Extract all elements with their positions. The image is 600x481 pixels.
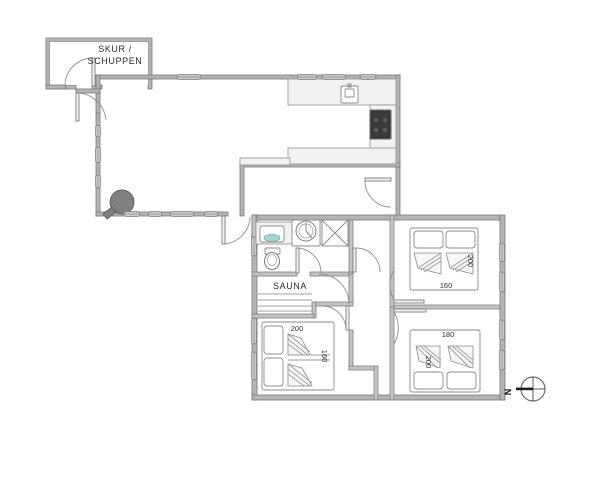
- lower-block-internal-walls: [251, 214, 501, 401]
- window-east-2: [499, 271, 505, 293]
- window-east-3: [499, 319, 505, 341]
- bathroom-fixtures: [255, 219, 349, 270]
- wall-east-kitchen: [395, 74, 401, 221]
- window-north-4: [359, 74, 377, 80]
- window-north-1: [176, 74, 202, 80]
- door-hall-bathroom: [352, 247, 381, 273]
- kitchen-fittings: [239, 78, 397, 166]
- shower-tray: [321, 219, 349, 247]
- wall-hall-south-jog: [348, 365, 378, 371]
- interior-doors: [255, 177, 427, 345]
- window-west-1: [95, 124, 101, 138]
- wall-lower-north: [251, 214, 501, 221]
- door-bathroom-sauna: [295, 247, 322, 274]
- bed-ne-length-label: 200: [466, 255, 475, 268]
- window-lower-west-3: [251, 351, 257, 381]
- wall-lower-south: [251, 394, 506, 401]
- window-south-3: [169, 211, 195, 217]
- window-east-1: [499, 242, 505, 263]
- window-east-4: [499, 349, 505, 371]
- wall-bedroom-ne-se-divider: [393, 304, 501, 310]
- compass-rose: N: [503, 376, 546, 402]
- cooktop: [369, 109, 392, 140]
- terrace-door-leaf: [221, 215, 226, 245]
- windows-east: [499, 242, 505, 371]
- door-hall-bedroom-sw: [321, 305, 350, 331]
- window-north-2: [296, 74, 318, 80]
- wall-hall-south-vertical: [373, 365, 379, 401]
- wall-hall-bedroom-sw: [348, 329, 354, 371]
- toilet: [264, 247, 281, 270]
- main-entry-door: [75, 92, 107, 122]
- window-west-2: [95, 146, 101, 164]
- door-hall-sauna: [318, 271, 353, 305]
- bed-ne-width-label: 160: [440, 281, 453, 290]
- entry-door-leaf: [75, 92, 80, 122]
- door-living-hall: [255, 217, 260, 221]
- shed-label-line1: SKUR /: [98, 44, 132, 54]
- shed-wall-bottom-left: [45, 84, 67, 90]
- shed-door-leaf: [91, 57, 96, 87]
- bunk-bed-200x160: 200 160: [261, 321, 335, 391]
- windows-south-living: [123, 211, 219, 217]
- kitchen-peninsula: [239, 157, 291, 166]
- washing-machine: [291, 219, 321, 247]
- wall-top-north: [95, 74, 401, 80]
- bedroom-north-east: 160 200: [409, 227, 479, 291]
- windows-west: [95, 124, 101, 189]
- terrace-door-swing-arc: [221, 216, 251, 245]
- wall-sauna-hall: [348, 271, 354, 307]
- window-south-1: [123, 211, 141, 217]
- sauna-label: SAUNA: [273, 281, 307, 291]
- window-south-2: [147, 211, 163, 217]
- window-south-4: [203, 211, 219, 217]
- shed-label-line2: SCHUPPEN: [88, 56, 143, 66]
- terrace-door: [221, 215, 251, 245]
- wall-west-upper: [95, 74, 101, 114]
- wall-bedroom-sw-north: [251, 313, 315, 319]
- compass-north-label: N: [503, 389, 513, 396]
- bedroom-south-west: 200 160: [261, 321, 335, 391]
- wall-hall-east-bedrooms-upper: [389, 214, 395, 308]
- wall-hall-west-upper: [239, 162, 245, 217]
- bed-180x200: 180 200: [409, 329, 481, 393]
- windows-north: [176, 74, 377, 80]
- wall-sauna-south: [311, 301, 354, 307]
- wall-hall-east-bedrooms-lower: [389, 306, 395, 401]
- window-north-3: [321, 74, 347, 80]
- bed-160x200: 160 200: [409, 227, 479, 291]
- kitchen-sink: [340, 83, 359, 104]
- door-hall-bedroom-se: [393, 308, 427, 345]
- window-lower-west-2: [251, 317, 257, 345]
- bunk-length-label: 160: [320, 350, 329, 363]
- bedroom-south-east: 180 200: [409, 329, 481, 393]
- wash-basin: [259, 225, 285, 243]
- wall-bath-sauna-1: [251, 271, 298, 277]
- shed-door-swing-arc: [64, 57, 93, 87]
- wall-shed-link: [75, 88, 101, 94]
- window-west-3: [95, 174, 101, 189]
- wall-hall-north-stub: [251, 214, 257, 238]
- wall-bath-sauna-2: [309, 271, 354, 277]
- room-sauna: SAUNA: [258, 281, 312, 312]
- bunk-width-label: 200: [291, 324, 304, 333]
- wood-stove: [102, 189, 135, 220]
- compass-north-needle: [516, 387, 533, 391]
- entry-door-swing-arc: [78, 92, 107, 121]
- bed-se-length-label: 200: [424, 356, 433, 369]
- window-lower-west-1: [251, 233, 257, 257]
- wall-bath-hall: [348, 219, 354, 273]
- bed-se-width-label: 180: [442, 330, 455, 339]
- kitchen-counter-south: [287, 147, 397, 165]
- door-hall-bedroom-ne: [389, 269, 425, 304]
- windows-lower-west: [251, 233, 257, 381]
- door-kitchen-hall: [364, 177, 392, 208]
